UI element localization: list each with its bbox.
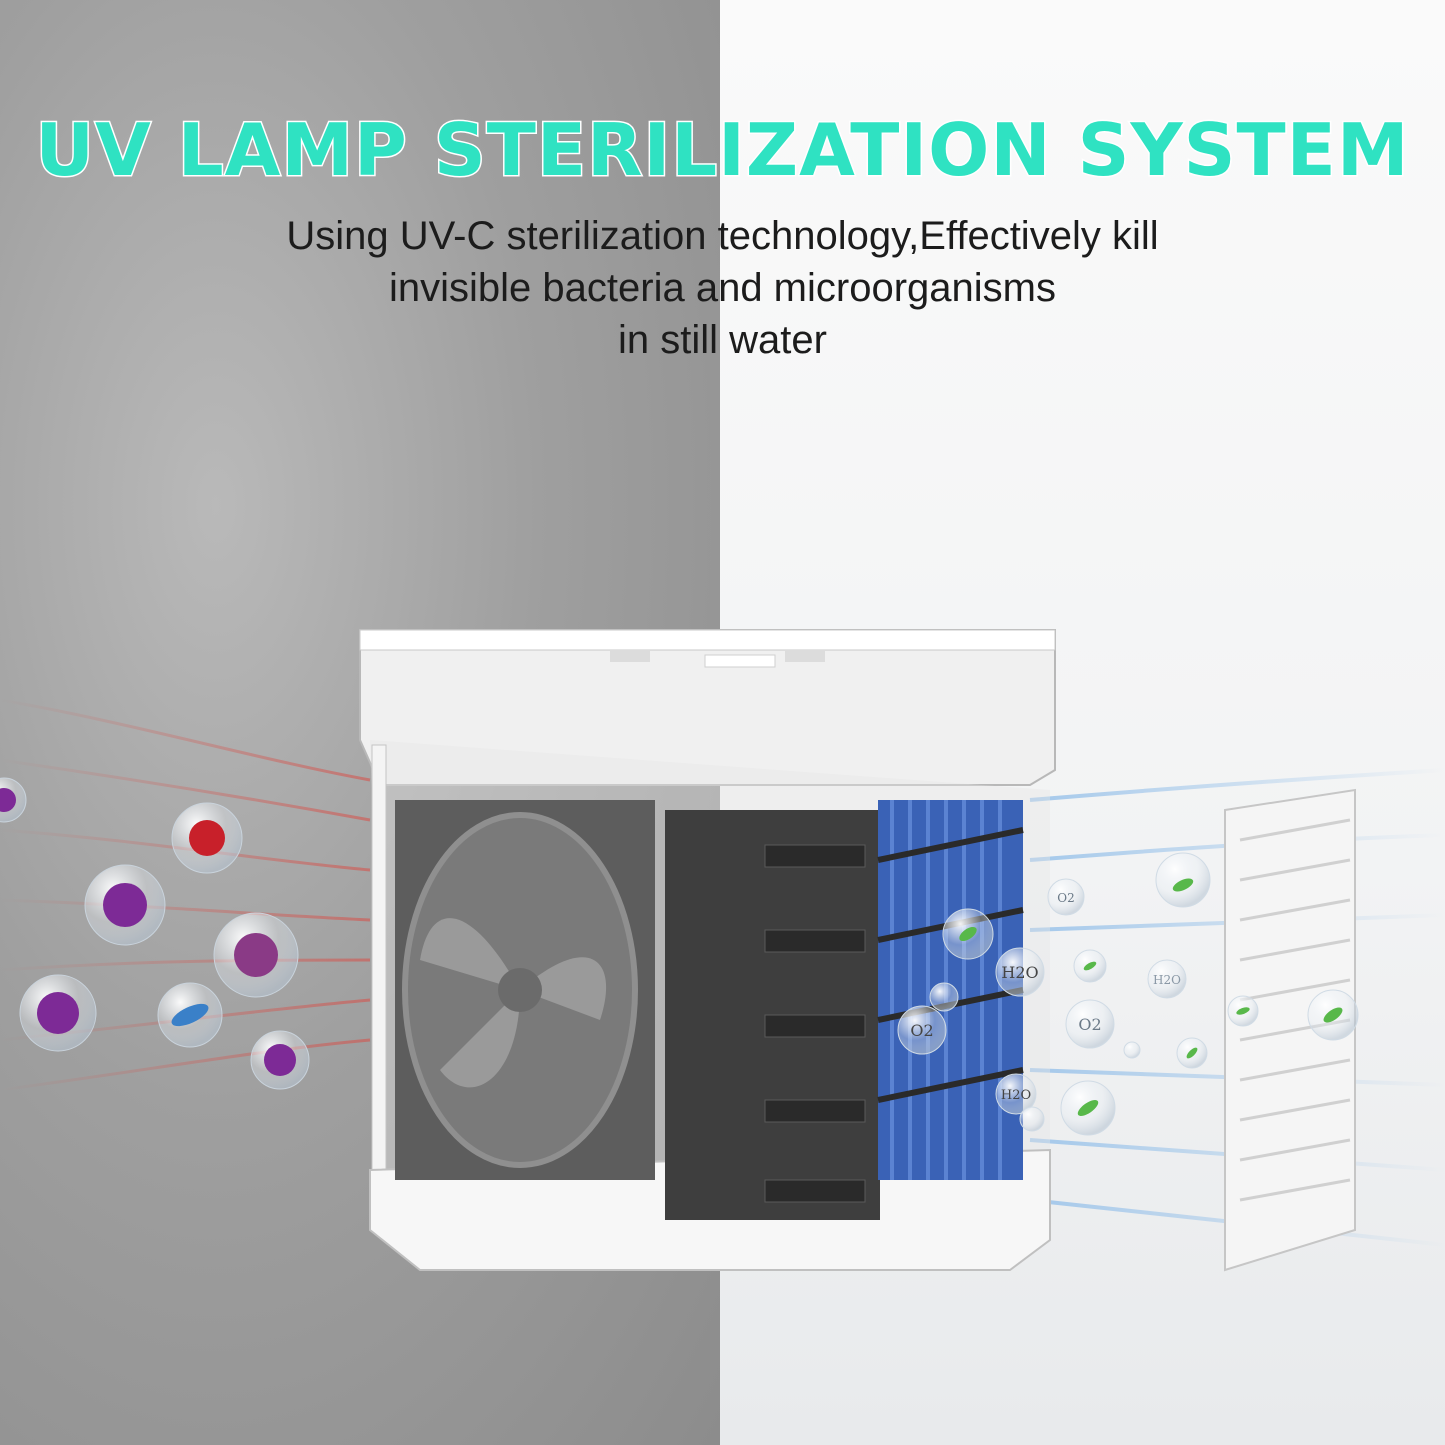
- fan-icon: [395, 800, 655, 1180]
- molecule-bubble-icon: H2O: [995, 947, 1045, 997]
- front-grille: [1224, 788, 1356, 1272]
- description: Using UV-C sterilization technology,Effe…: [0, 210, 1445, 366]
- molecule-label: O2: [1078, 1015, 1101, 1034]
- molecule-bubble-icon: O2: [1047, 878, 1085, 916]
- molecule-label: O2: [910, 1021, 933, 1040]
- molecule-bubble-icon: O2: [897, 1005, 947, 1055]
- molecule-label: H2O: [1001, 963, 1038, 982]
- molecule-label: H2O: [1001, 1088, 1031, 1103]
- molecule-label: O2: [1057, 891, 1074, 905]
- leaf-bubble-icon: [1176, 1037, 1208, 1069]
- molecule-bubble-icon: O2: [1065, 999, 1115, 1049]
- molecule-label: H2O: [1153, 973, 1181, 987]
- virus-bubble-icon: [19, 974, 97, 1052]
- bacteria-group: [0, 777, 310, 1090]
- description-line: in still water: [618, 318, 827, 362]
- virus-bubble-icon: [213, 912, 299, 998]
- bacteria-bubble-icon: [157, 982, 223, 1048]
- leaf-bubble-icon: [1307, 989, 1359, 1041]
- leaf-bubble-icon: [1073, 949, 1107, 983]
- leaf-bubble-icon: [942, 908, 994, 960]
- virus-bubble-icon: [250, 1030, 310, 1090]
- leaf-bubble-icon: [1060, 1080, 1116, 1136]
- description-line: Using UV-C sterilization technology,Effe…: [286, 214, 1159, 258]
- headline: UV LAMP STERILIZATION SYSTEM: [34, 107, 1410, 194]
- molecule-bubble-icon: H2O: [1147, 959, 1187, 999]
- leaf-bubble-icon: [1155, 852, 1211, 908]
- virus-bubble-icon: [84, 864, 166, 946]
- clean-bubbles-group: H2O O2 H2O O2 O2: [897, 852, 1359, 1136]
- virus-bubble-icon: [0, 777, 27, 823]
- description-line: invisible bacteria and microorganisms: [389, 266, 1056, 310]
- leaf-bubble-icon: [1227, 995, 1259, 1027]
- bacteria-bubble-icon: [171, 802, 243, 874]
- air-cooler-unit: [359, 629, 1056, 1271]
- molecule-bubble-icon: H2O: [995, 1073, 1037, 1115]
